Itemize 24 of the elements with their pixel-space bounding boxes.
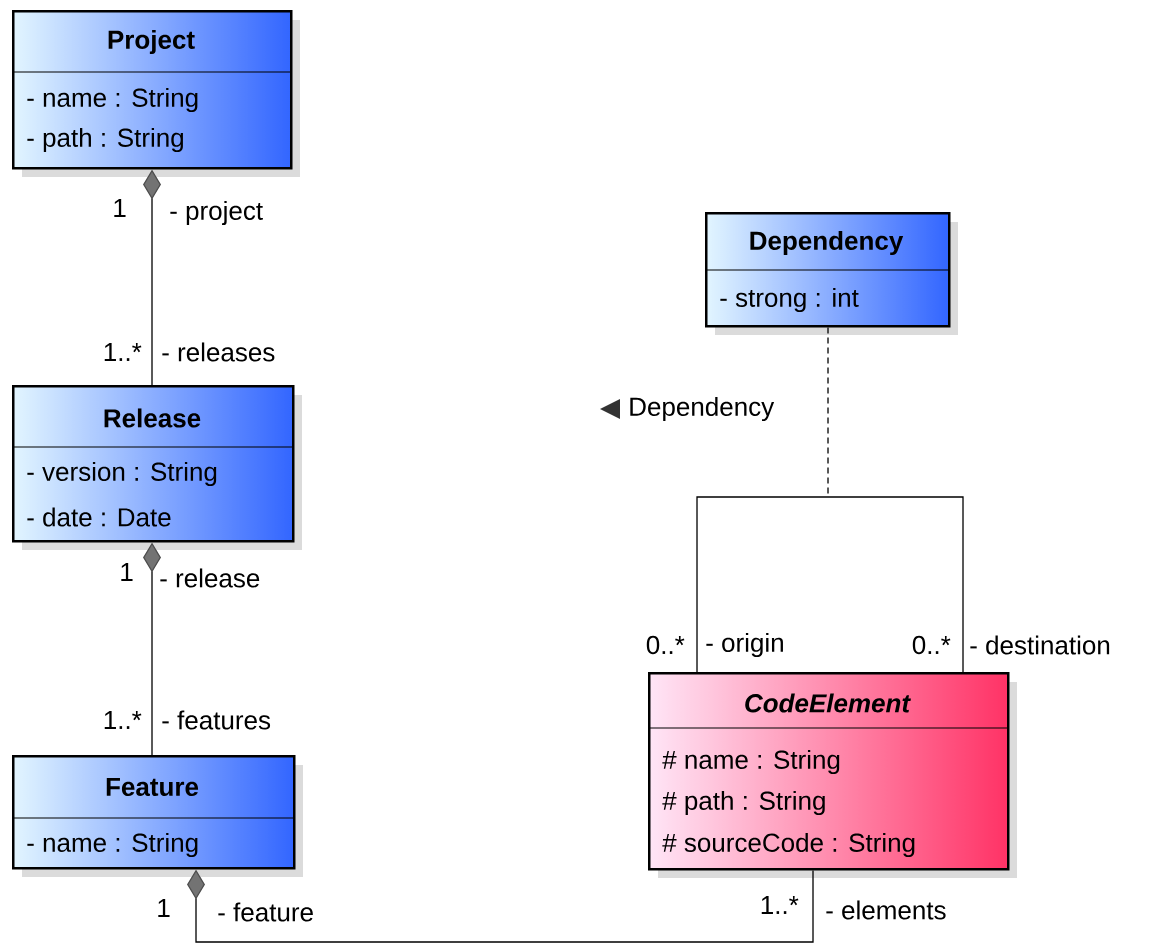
role-label: - destination bbox=[970, 635, 1110, 655]
class-box: CodeElement # name : String # path : String # sourceCode : String bbox=[647, 672, 1017, 878]
multiplicity: 1..* bbox=[104, 343, 142, 361]
composition-line bbox=[187, 869, 814, 943]
role-label: - features bbox=[162, 710, 271, 730]
multiplicity: 1..* bbox=[104, 711, 142, 729]
multiplicity: 1 bbox=[158, 899, 170, 917]
role-label: - elements bbox=[826, 900, 946, 920]
multiplicity: 1 bbox=[121, 563, 133, 581]
class-box: Release - version : String - date : Date bbox=[11, 385, 302, 550]
role-label: - feature bbox=[218, 902, 313, 922]
role-label: - project bbox=[170, 200, 263, 226]
multiplicity: 0..* bbox=[912, 635, 951, 655]
class-box: Dependency - strong : int bbox=[704, 212, 958, 335]
class-box: Project - name : String - path : String bbox=[11, 10, 300, 177]
association-line bbox=[696, 496, 964, 673]
multiplicity: 0..* bbox=[646, 635, 685, 655]
role-label: - releases bbox=[162, 342, 275, 362]
role-label: - release bbox=[160, 568, 260, 588]
multiplicity: 1 bbox=[114, 199, 126, 217]
multiplicity: 1..* bbox=[761, 896, 799, 914]
edge-label: Dependency bbox=[627, 395, 776, 423]
role-label: - origin bbox=[706, 632, 783, 658]
class-box: Feature - name : String bbox=[11, 755, 303, 877]
